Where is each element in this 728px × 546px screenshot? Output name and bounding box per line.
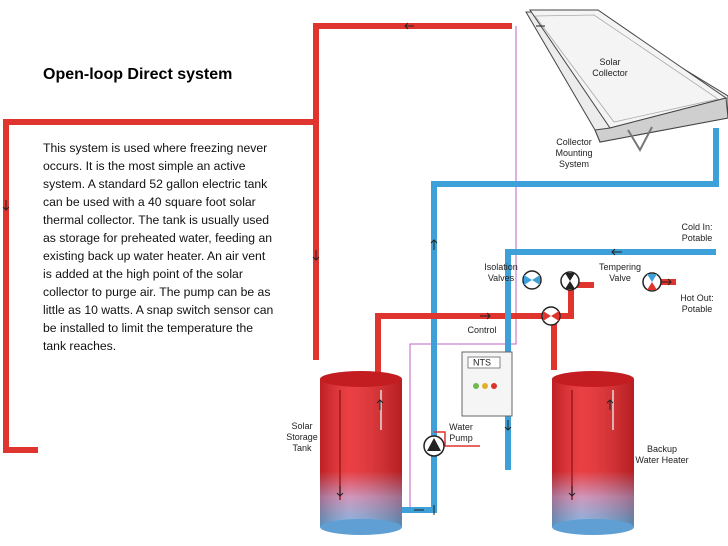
isolation-valve-tank	[541, 306, 561, 326]
label-control: Control	[467, 325, 496, 335]
svg-text:Pump: Pump	[449, 433, 473, 443]
label-water-pump: Water Pump	[449, 422, 473, 443]
label-hot-out: Hot Out: Potable	[680, 293, 714, 314]
svg-text:Potable: Potable	[682, 233, 713, 243]
flow-arrows	[2, 22, 672, 515]
svg-text:Water Heater: Water Heater	[635, 455, 688, 465]
water-pump	[423, 435, 445, 457]
label-collector-mounting: Collector Mounting System	[555, 137, 592, 169]
label-backup-heater: Backup Water Heater	[635, 444, 688, 465]
svg-text:Isolation: Isolation	[484, 262, 518, 272]
label-isolation-valves: Isolation Valves	[484, 262, 518, 283]
svg-text:Tempering: Tempering	[599, 262, 641, 272]
tempering-valve	[642, 272, 662, 292]
svg-text:Mounting: Mounting	[555, 148, 592, 158]
hot-supply-pipe	[3, 23, 512, 453]
control-box: NTS	[461, 351, 513, 417]
svg-text:Collector: Collector	[592, 68, 628, 78]
svg-text:Solar: Solar	[291, 421, 312, 431]
label-storage-tank: Solar Storage Tank	[286, 421, 318, 453]
svg-text:Solar: Solar	[599, 57, 620, 67]
pump-line	[434, 431, 480, 447]
svg-text:Potable: Potable	[682, 304, 713, 314]
backup-water-heater	[552, 371, 634, 535]
svg-text:Water: Water	[449, 422, 473, 432]
svg-text:Hot Out:: Hot Out:	[680, 293, 714, 303]
svg-text:Tank: Tank	[292, 443, 312, 453]
label-solar-collector: Solar Collector	[592, 57, 628, 78]
label-cold-in: Cold In: Potable	[681, 222, 712, 243]
svg-text:Valve: Valve	[609, 273, 631, 283]
slide-title: Open-loop Direct system	[43, 66, 233, 83]
svg-text:Storage: Storage	[286, 432, 318, 442]
slide-description: This system is used where freezing never…	[43, 141, 274, 353]
svg-text:Control: Control	[467, 325, 496, 335]
svg-text:Collector: Collector	[556, 137, 592, 147]
svg-text:System: System	[559, 159, 589, 169]
svg-text:Backup: Backup	[647, 444, 677, 454]
svg-text:Cold In:: Cold In:	[681, 222, 712, 232]
svg-text:Valves: Valves	[488, 273, 515, 283]
storage-tank	[320, 371, 402, 535]
collector-mounting	[627, 126, 653, 153]
isolation-valve-cold	[522, 270, 542, 290]
label-tempering-valve: Tempering Valve	[599, 262, 641, 283]
isolation-valve-hot	[560, 271, 580, 291]
control-display-text: NTS	[473, 358, 491, 368]
